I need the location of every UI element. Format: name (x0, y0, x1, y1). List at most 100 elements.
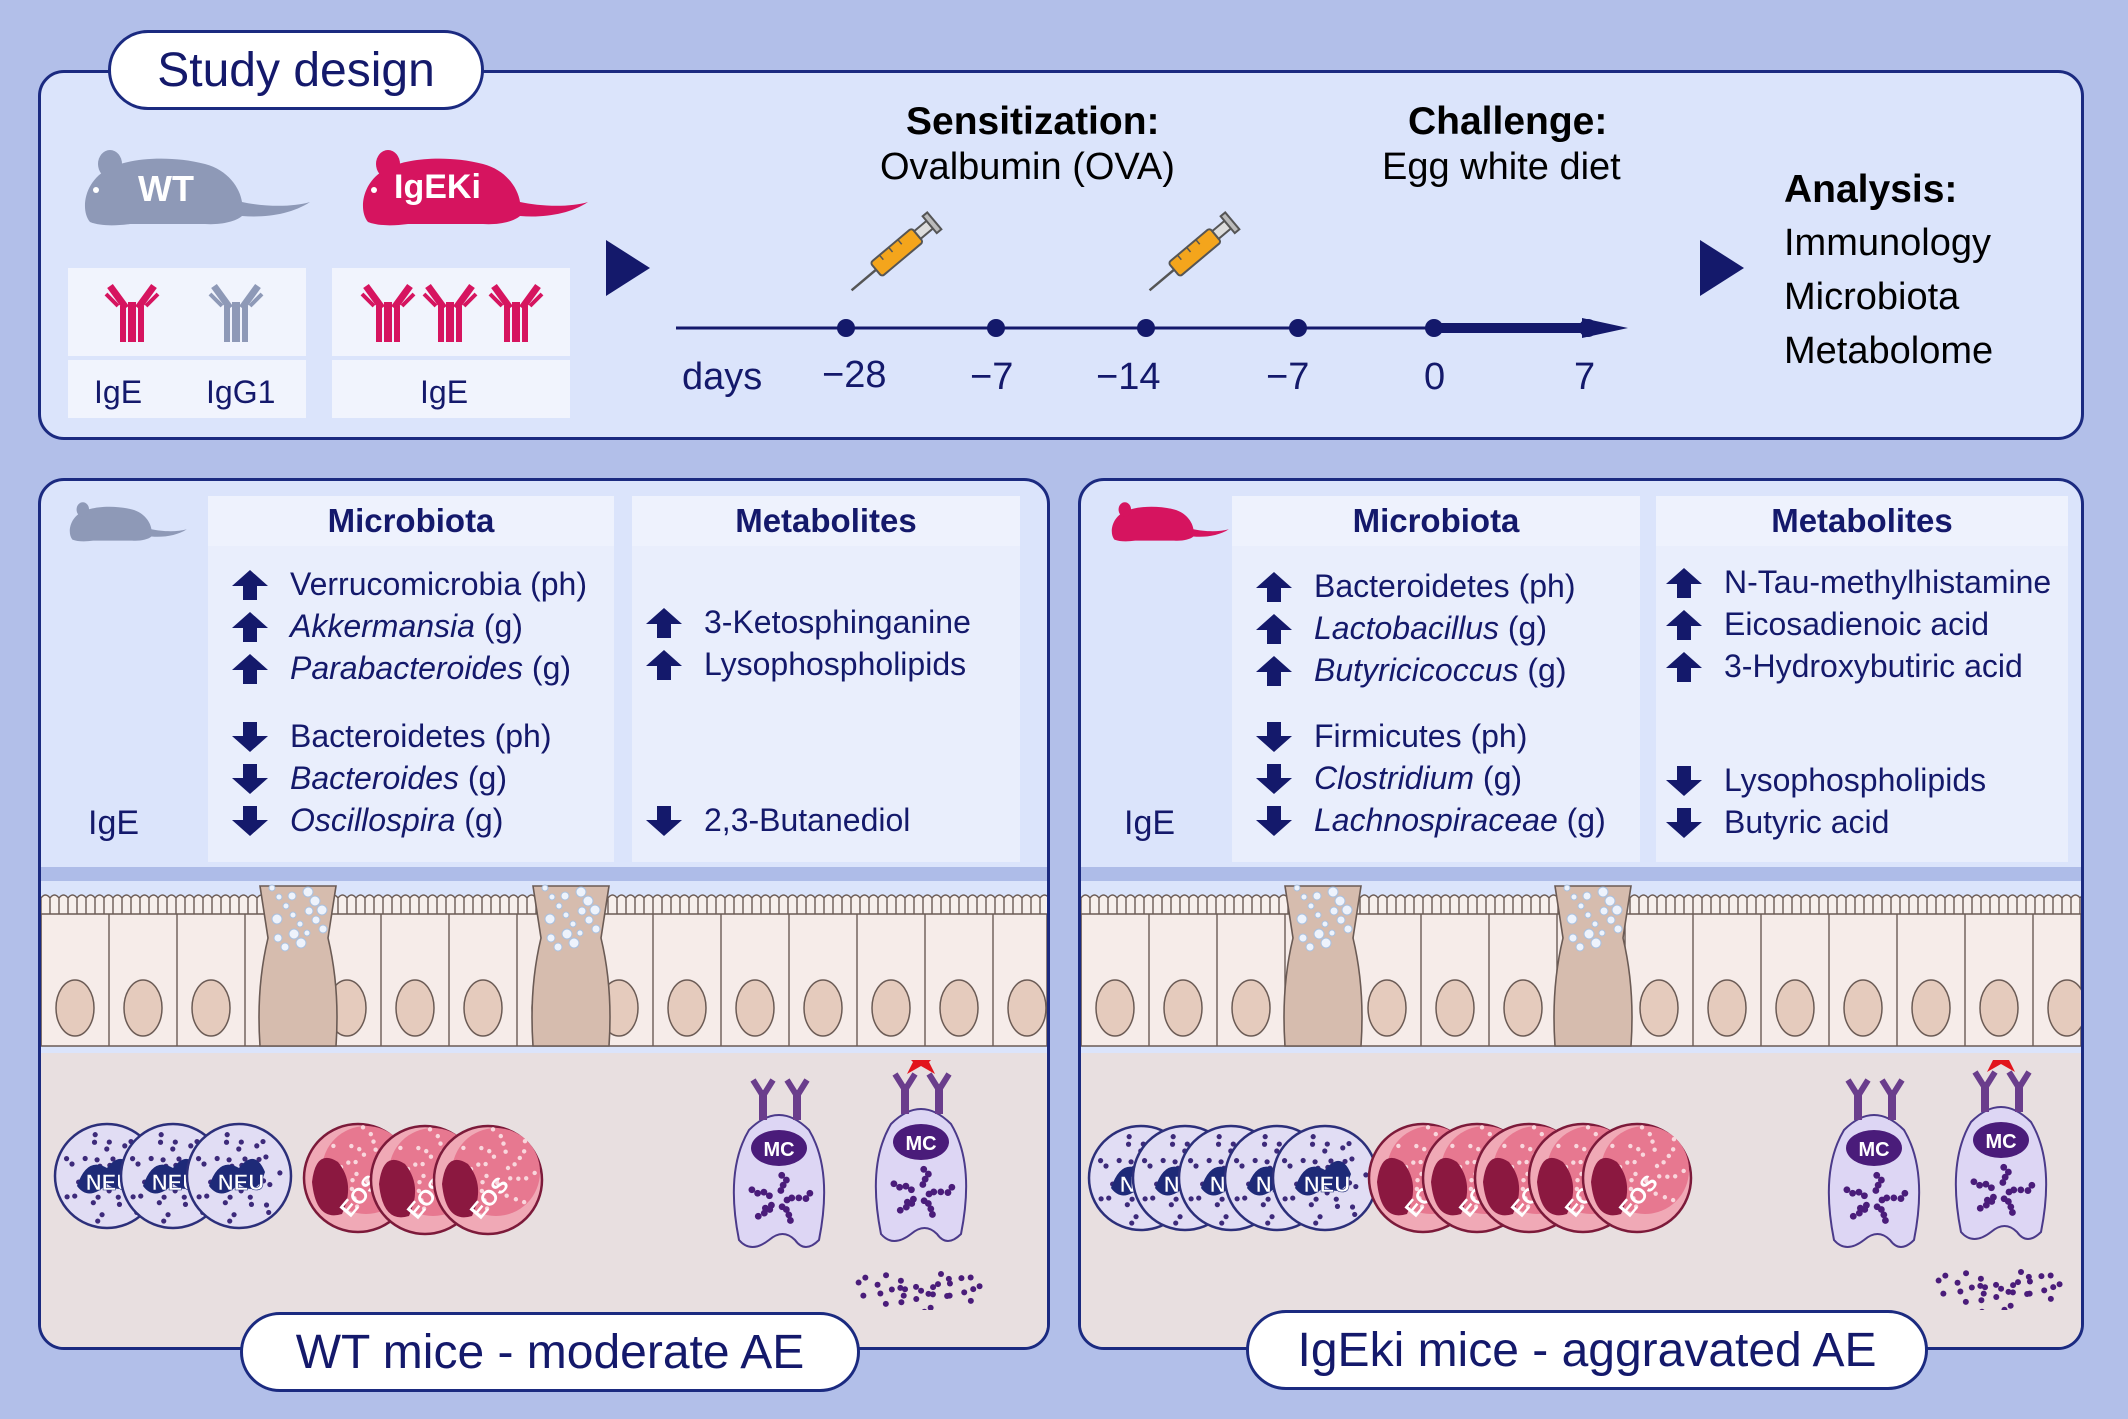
wt-igg1-label: IgG1 (206, 374, 276, 410)
wt-microbiota-column (208, 546, 614, 862)
wt-antibody-box (68, 268, 306, 356)
wt-antibody-label-box (68, 360, 306, 418)
taxon-row: Parabacteroides (g) (232, 650, 571, 687)
wt-caption: WT mice - moderate AE (240, 1312, 860, 1392)
igeki-caption: IgEki mice - aggravated AE (1246, 1310, 1928, 1390)
taxon-rank: (g) (1557, 802, 1606, 838)
metabolite-name: 2,3-Butanediol (704, 802, 911, 838)
metabolite-row: Butyric acid (1666, 804, 1889, 841)
timeline-tick: 0 (1424, 356, 1446, 398)
taxon-name: Butyricicoccus (1314, 652, 1519, 688)
flow-arrow-icon (1700, 240, 1744, 296)
up-arrow-icon (1666, 567, 1702, 598)
down-arrow-icon (232, 763, 268, 794)
antibody-icon (104, 283, 160, 342)
taxon-row: Clostridium (g) (1256, 760, 1522, 797)
analysis-title: Analysis: (1784, 168, 1958, 211)
syringe-icon (850, 211, 943, 292)
neutrophil-icon: NEU (1271, 1124, 1379, 1232)
up-arrow-icon (232, 611, 268, 642)
sensitization-subtitle: Ovalbumin (OVA) (880, 146, 1175, 188)
taxon-row: Lactobacillus (g) (1256, 610, 1547, 647)
up-arrow-icon (232, 569, 268, 600)
wt-microbiota-heading: Microbiota (208, 496, 614, 546)
metabolite-row: N-Tau-methylhistamine (1666, 564, 2051, 601)
taxon-name: Firmicutes (1314, 718, 1462, 754)
taxon-row: Firmicutes (ph) (1256, 718, 1527, 755)
antibody-icon (422, 283, 478, 342)
taxon-rank: (g) (455, 802, 504, 838)
svg-text:MC: MC (1985, 1131, 2016, 1153)
sensitization-title: Sensitization: (906, 100, 1160, 143)
timeline (676, 318, 1628, 338)
wt-divider-band (41, 867, 1047, 881)
metabolite-row: Lysophospholipids (646, 646, 966, 683)
flow-arrow-icon (606, 240, 650, 296)
taxon-row: Bacteroides (g) (232, 760, 507, 797)
igeki-mouse-icon (362, 150, 588, 226)
up-arrow-icon (1256, 613, 1292, 644)
down-arrow-icon (1256, 805, 1292, 836)
svg-text:MC: MC (1858, 1139, 1889, 1161)
wt-mouse-icon (84, 150, 310, 226)
metabolite-name: 3-Ketosphinganine (704, 604, 971, 640)
metabolite-name: Lysophospholipids (1724, 762, 1987, 798)
up-arrow-icon (646, 649, 682, 680)
down-arrow-icon (1256, 763, 1292, 794)
down-arrow-icon (232, 805, 268, 836)
taxon-row: Akkermansia (g) (232, 608, 523, 645)
up-arrow-icon (646, 607, 682, 638)
timeline-tick: −7 (970, 356, 1014, 398)
taxon-row: Butyricicoccus (g) (1256, 652, 1567, 689)
igeki-ige-label: IgE (420, 374, 469, 410)
mast-cell-icon: MC (732, 1078, 826, 1248)
taxon-name: Akkermansia (290, 608, 475, 644)
taxon-name: Bacteroides (290, 760, 459, 796)
taxon-rank: (g) (458, 760, 507, 796)
antibody-icon (208, 283, 264, 342)
igeki-metabolites-column (1656, 546, 2068, 862)
challenge-title: Challenge: (1408, 100, 1608, 143)
taxon-row: Bacteroidetes (ph) (1256, 568, 1575, 605)
timeline-tick: −7 (1266, 356, 1310, 398)
mast-cell-icon: MC (1935, 1060, 2063, 1310)
taxon-name: Verrucomicrobia (290, 566, 522, 602)
taxon-rank: (ph) (1509, 568, 1576, 604)
antibody-icon (488, 283, 544, 342)
igeki-divider-band (1081, 867, 2081, 881)
mast-cell-icon: MC (855, 1060, 983, 1310)
igeki-microbiota-column (1232, 546, 1640, 862)
syringe-icon (1148, 211, 1241, 292)
analysis-item: Metabolome (1784, 330, 1994, 372)
eosinophil-icon: EOS (1581, 1122, 1693, 1234)
taxon-rank: (g) (523, 650, 572, 686)
up-arrow-icon (1256, 655, 1292, 686)
igeki-metabolites-heading: Metabolites (1656, 496, 2068, 546)
wt-epithelium (41, 884, 1047, 1047)
metabolite-name: 3-Hydroxybutiric acid (1724, 648, 2023, 684)
taxon-row: Verrucomicrobia (ph) (232, 566, 587, 603)
taxon-rank: (g) (474, 608, 523, 644)
taxon-rank: (ph) (1461, 718, 1528, 754)
taxon-row: Bacteroidetes (ph) (232, 718, 551, 755)
timeline-unit: days (682, 356, 763, 398)
eosinophil-icon: EOS (432, 1124, 544, 1236)
metabolite-row: 3-Ketosphinganine (646, 604, 971, 641)
timeline-tick: −14 (1096, 356, 1161, 398)
svg-text:NEU: NEU (218, 1170, 264, 1195)
igeki-antibody-label-box (332, 360, 570, 418)
down-arrow-icon (1666, 807, 1702, 838)
igeki-ige-side-label: IgE (1124, 804, 1176, 842)
metabolite-row: 2,3-Butanediol (646, 802, 910, 839)
taxon-row: Oscillospira (g) (232, 802, 503, 839)
taxon-name: Parabacteroides (290, 650, 524, 686)
svg-text:NEU: NEU (1304, 1172, 1350, 1197)
igeki-epithelium (1081, 884, 2081, 1047)
wt-mouse-small-icon (69, 502, 187, 542)
down-arrow-icon (646, 805, 682, 836)
igeki-mouse-small-icon (1111, 502, 1229, 542)
taxon-rank: (g) (1474, 760, 1523, 796)
igeki-microbiota-heading: Microbiota (1232, 496, 1640, 546)
metabolite-row: Lysophospholipids (1666, 762, 1986, 799)
